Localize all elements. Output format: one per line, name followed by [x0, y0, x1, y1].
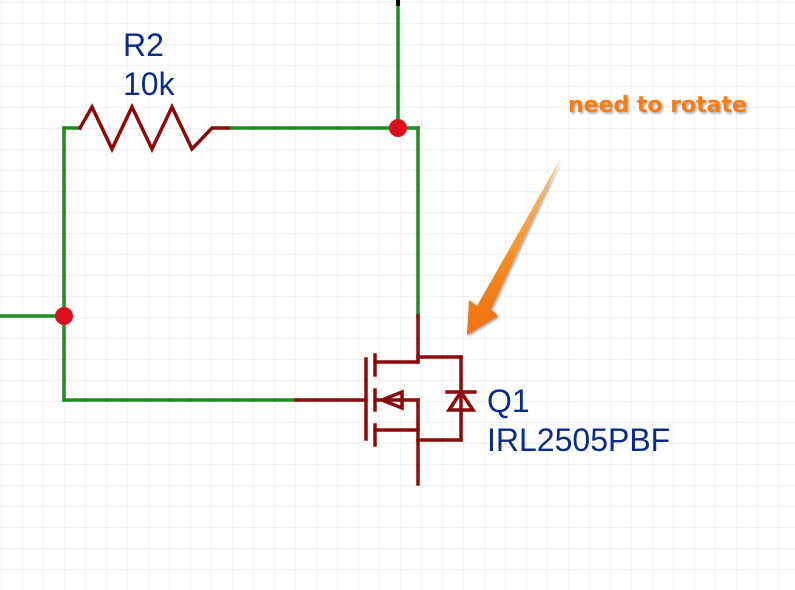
junctions [55, 119, 407, 325]
annotation-arrow-icon [467, 158, 561, 335]
resistor-zigzag [77, 102, 230, 154]
mosfet-part-number: IRL2505PBF [487, 422, 670, 458]
resistor-designator: R2 [123, 27, 164, 63]
diode-triangle [445, 388, 477, 412]
mosfet-q1[interactable] [294, 314, 477, 486]
junction-dot-top [389, 119, 407, 137]
annotation-text: need to rotate [568, 93, 747, 118]
mosfet-designator: Q1 [487, 383, 530, 419]
junction-dot-left [55, 307, 73, 325]
resistor-value: 10k [123, 66, 176, 102]
resistor-r2[interactable] [77, 102, 230, 154]
body-arrow [377, 389, 404, 411]
wires[interactable] [0, 4, 420, 402]
